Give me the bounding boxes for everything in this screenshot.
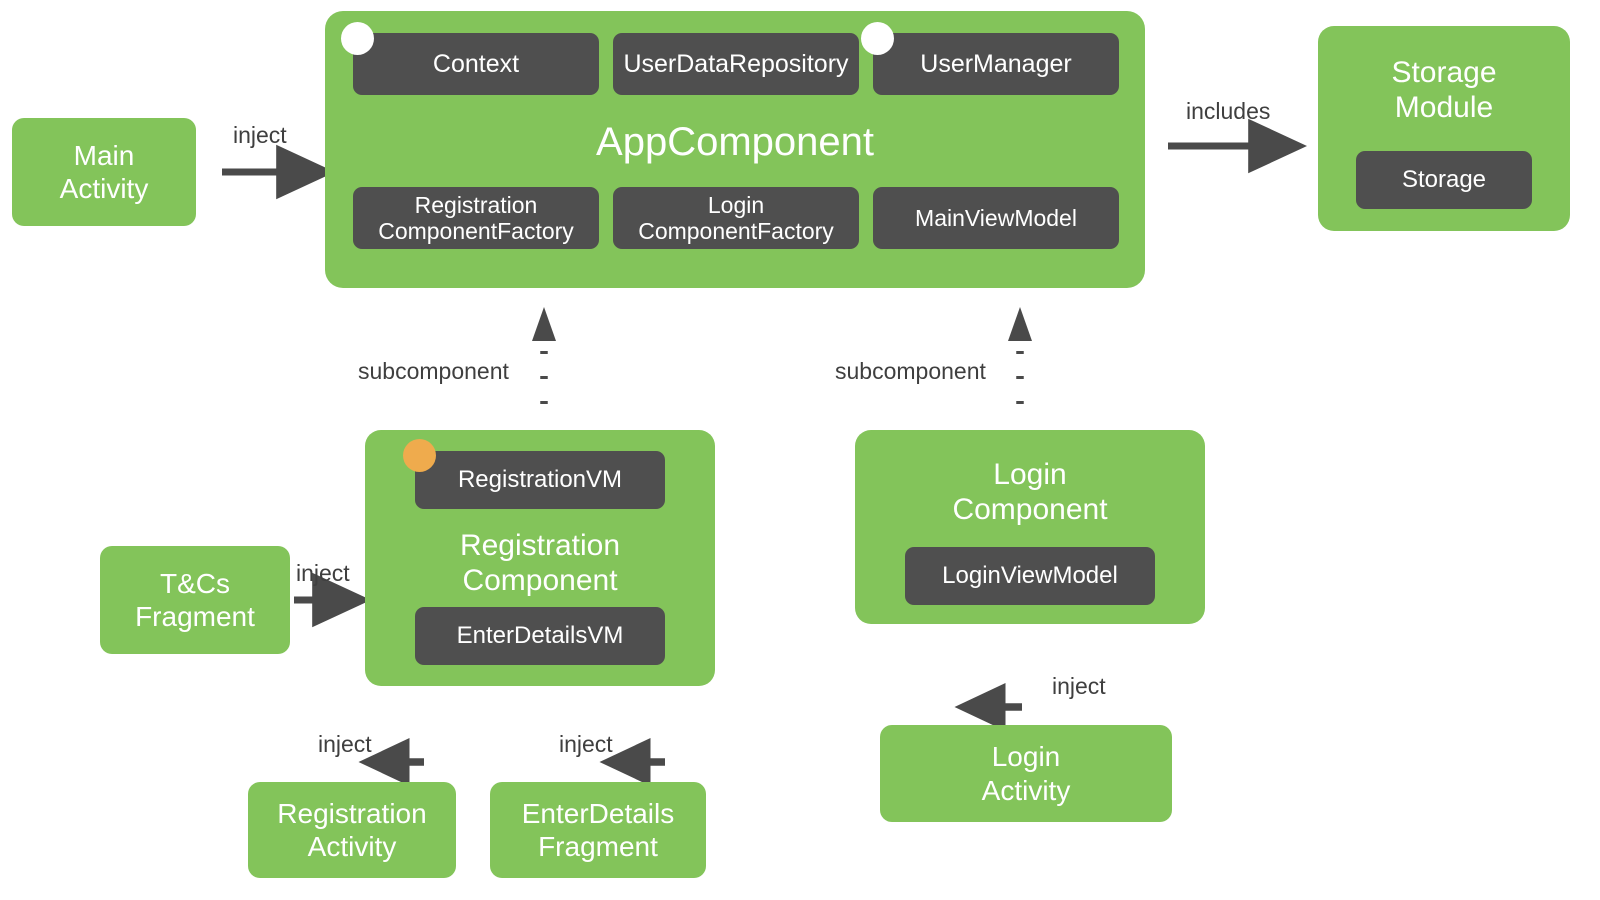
node-main-activity[interactable]: Main Activity — [12, 118, 196, 226]
binding-registration-vm[interactable]: RegistrationVM — [415, 451, 665, 509]
node-app-component[interactable]: Context UserDataRepository UserManager A… — [325, 11, 1145, 288]
node-app-component-title: AppComponent — [596, 120, 874, 164]
binding-login-component-factory[interactable]: Login ComponentFactory — [613, 187, 859, 249]
edge-label-inject-registration-activity: inject — [318, 731, 372, 757]
node-enter-details-fragment[interactable]: EnterDetails Fragment — [490, 782, 706, 878]
node-registration-component-title: Registration Component — [459, 529, 621, 597]
edge-label-inject-main: inject — [233, 122, 287, 148]
node-login-component-title: Login Component — [952, 458, 1108, 526]
binding-main-view-model[interactable]: MainViewModel — [873, 187, 1119, 249]
binding-registration-component-factory[interactable]: Registration ComponentFactory — [353, 187, 599, 249]
node-registration-component[interactable]: RegistrationVM Registration Component En… — [365, 430, 715, 686]
binding-login-view-model[interactable]: LoginViewModel — [905, 547, 1155, 605]
node-login-component[interactable]: Login Component LoginViewModel — [855, 430, 1205, 624]
binding-storage[interactable]: Storage — [1356, 151, 1532, 209]
scope-indicator-context — [341, 22, 374, 55]
node-storage-module[interactable]: Storage Module Storage — [1318, 26, 1570, 231]
edge-registration-to-app — [532, 307, 556, 404]
node-login-activity[interactable]: Login Activity — [880, 725, 1172, 822]
node-registration-activity[interactable]: Registration Activity — [248, 782, 456, 878]
edge-label-inject-enterdetails: inject — [559, 731, 613, 757]
binding-context[interactable]: Context — [353, 33, 599, 95]
edge-label-subcomponent-registration: subcomponent — [358, 358, 509, 384]
node-tcs-fragment[interactable]: T&Cs Fragment — [100, 546, 290, 654]
edge-login-to-app — [1008, 307, 1032, 404]
binding-enter-details-vm[interactable]: EnterDetailsVM — [415, 607, 665, 665]
binding-user-data-repository[interactable]: UserDataRepository — [613, 33, 859, 95]
scope-indicator-user-manager — [861, 22, 894, 55]
edge-label-includes: includes — [1186, 98, 1271, 124]
binding-user-manager[interactable]: UserManager — [873, 33, 1119, 95]
edge-label-inject-login-activity: inject — [1052, 673, 1106, 699]
edge-label-inject-tcs: inject — [296, 560, 350, 586]
scope-indicator-registration-vm — [403, 439, 436, 472]
edge-label-subcomponent-login: subcomponent — [835, 358, 986, 384]
node-storage-module-title: Storage Module — [1391, 56, 1497, 124]
